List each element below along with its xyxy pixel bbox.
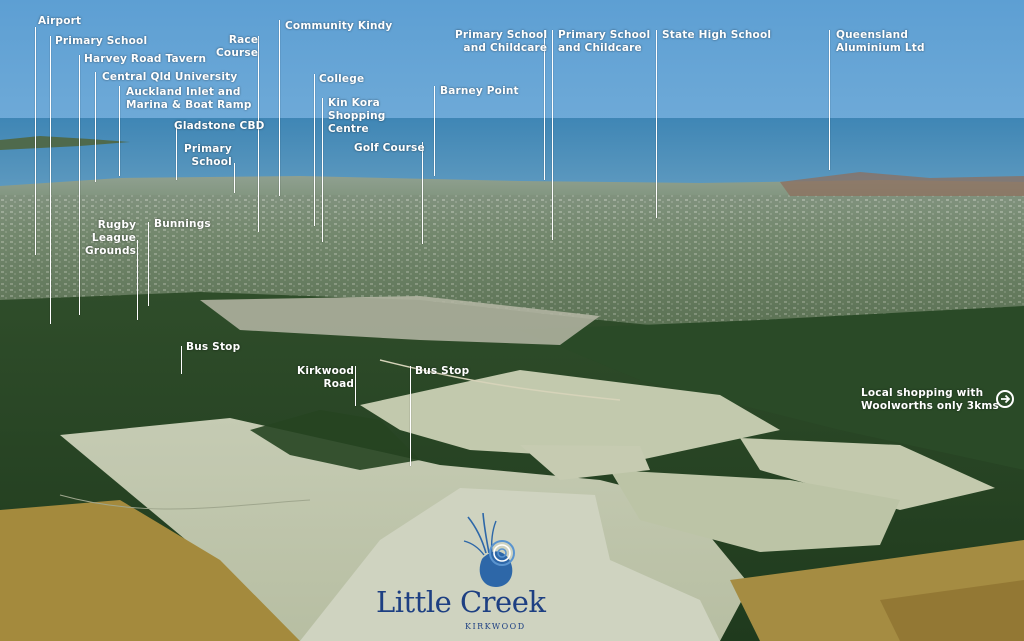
leader-rugby-league bbox=[137, 240, 138, 320]
leader-airport bbox=[35, 27, 36, 255]
label-golf-course: Golf Course bbox=[354, 142, 425, 154]
label-college: College bbox=[319, 73, 365, 85]
label-state-high-school: State High School bbox=[662, 29, 772, 41]
label-kin-kora: Kin Kora Shopping Centre bbox=[328, 97, 386, 135]
leader-queensland-aluminium bbox=[829, 30, 830, 170]
leader-kin-kora bbox=[322, 98, 323, 242]
arrow-right-circle-icon bbox=[996, 390, 1014, 408]
leader-auckland-inlet bbox=[119, 86, 120, 176]
leader-community-kindy bbox=[279, 20, 280, 196]
label-queensland-aluminium: Queensland Aluminium Ltd bbox=[836, 29, 925, 54]
leader-race-course bbox=[258, 36, 259, 232]
label-primary-childcare-2: Primary School and Childcare bbox=[558, 29, 651, 54]
woolworths-callout: Local shopping with Woolworths only 3kms bbox=[861, 387, 999, 412]
logo-subtitle: KIRKWOOD bbox=[465, 622, 526, 631]
label-community-kindy: Community Kindy bbox=[285, 20, 393, 32]
leader-bus-stop-1 bbox=[181, 346, 182, 374]
label-auckland-inlet: Auckland Inlet and Marina & Boat Ramp bbox=[126, 86, 252, 111]
leader-primary-childcare-1 bbox=[544, 30, 545, 180]
label-primary-school-1: Primary School bbox=[55, 35, 148, 47]
leader-central-qld-university bbox=[95, 72, 96, 182]
leader-gladstone-cbd bbox=[176, 124, 177, 180]
leader-primary-school-1 bbox=[50, 36, 51, 324]
label-central-qld-university: Central Qld University bbox=[102, 71, 238, 83]
leader-kirkwood-road bbox=[355, 366, 356, 406]
leader-bunnings bbox=[148, 222, 149, 306]
leader-harvey-road-tavern bbox=[79, 55, 80, 315]
label-primary-childcare-1: Primary School and Childcare bbox=[455, 29, 548, 54]
label-race-course: Race Course bbox=[216, 34, 259, 59]
label-bunnings: Bunnings bbox=[154, 218, 211, 230]
label-kirkwood-road: Kirkwood Road bbox=[297, 365, 355, 390]
label-airport: Airport bbox=[38, 15, 82, 27]
leader-bus-stop-2 bbox=[410, 366, 411, 466]
leader-college bbox=[314, 74, 315, 226]
label-primary-school-2: Primary School bbox=[184, 143, 232, 168]
label-rugby-league: Rugby League Grounds bbox=[85, 219, 137, 257]
label-bus-stop-1: Bus Stop bbox=[186, 341, 241, 353]
label-bus-stop-2: Bus Stop bbox=[415, 365, 470, 377]
leader-state-high-school bbox=[656, 30, 657, 218]
label-barney-point: Barney Point bbox=[440, 85, 519, 97]
leader-golf-course bbox=[422, 142, 423, 244]
leader-primary-childcare-2 bbox=[552, 30, 553, 240]
label-harvey-road-tavern: Harvey Road Tavern bbox=[84, 53, 207, 65]
label-gladstone-cbd: Gladstone CBD bbox=[174, 120, 265, 132]
logo-title: Little Creek bbox=[376, 585, 546, 619]
leader-barney-point bbox=[434, 86, 435, 176]
little-creek-logo-icon bbox=[463, 513, 515, 587]
leader-primary-school-2 bbox=[234, 163, 235, 193]
